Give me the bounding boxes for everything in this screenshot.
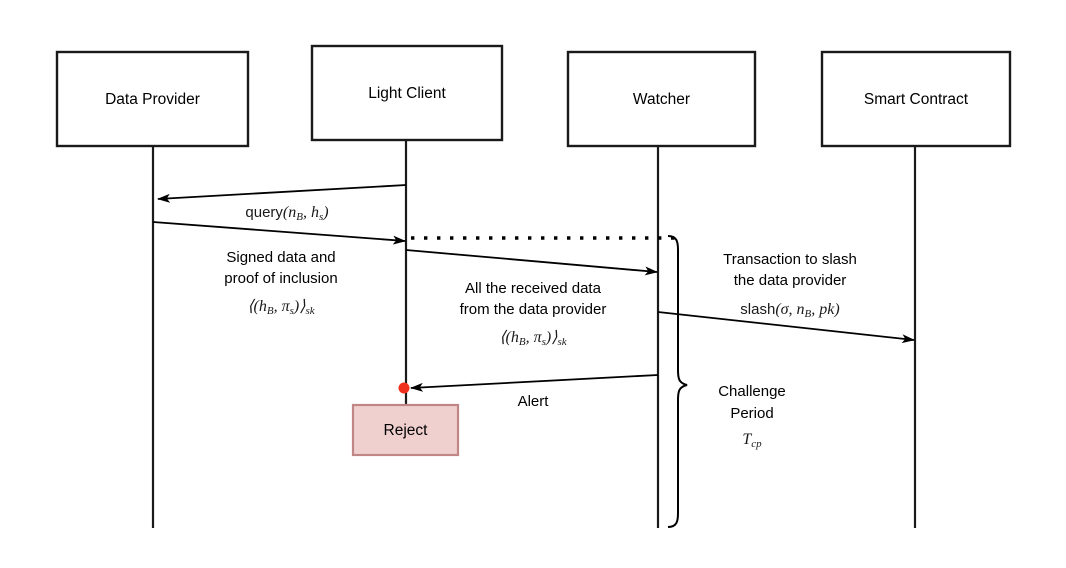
message-label-signed-data-math: ⟨(hB, πs)⟩sk xyxy=(247,298,315,317)
actor-label-watcher: Watcher xyxy=(633,91,690,108)
actor-light-client[interactable]: Light Client xyxy=(310,44,504,142)
message-signed-data[interactable]: Signed data and proof of inclusion ⟨(hB,… xyxy=(152,221,406,317)
actor-box-light-client[interactable] xyxy=(310,44,504,142)
actor-box-watcher[interactable] xyxy=(566,50,757,148)
brace-label-math: Tcp xyxy=(742,431,762,450)
challenge-period-brace: Challenge Period Tcp xyxy=(667,235,786,528)
message-label-allrecv-line1: All the received data xyxy=(465,280,602,297)
actor-label-light-client: Light Client xyxy=(368,85,446,102)
message-arrow-slash-transaction[interactable] xyxy=(657,311,915,344)
message-arrow-alert[interactable] xyxy=(410,374,659,392)
message-arrow-query[interactable] xyxy=(157,184,407,203)
message-alert[interactable]: Alert xyxy=(410,374,659,410)
actor-label-smart-contract: Smart Contract xyxy=(864,91,969,108)
message-label-query: query(nB, hs) xyxy=(245,204,328,223)
message-label-txslash-line1: Transaction to slash xyxy=(723,251,857,268)
actor-data-provider[interactable]: Data Provider xyxy=(55,50,250,148)
message-arrow-signed-data[interactable] xyxy=(152,221,406,245)
reject-box-label: Reject xyxy=(384,422,429,439)
brace-label-line2: Period xyxy=(730,405,773,422)
brace-label-line1: Challenge xyxy=(718,383,786,400)
reject-box-rect[interactable] xyxy=(351,403,460,457)
message-label-txslash-line2: the data provider xyxy=(734,272,847,289)
message-label-alert: Alert xyxy=(518,393,550,410)
actor-box-data-provider[interactable] xyxy=(55,50,250,148)
slash-fn-name: slash xyxy=(740,301,775,318)
message-forward-all-data[interactable]: All the received data from the data prov… xyxy=(405,249,658,348)
message-label-allrecv-line2: from the data provider xyxy=(460,301,607,318)
message-label-signed-data-line1: Signed data and xyxy=(226,249,335,266)
message-label-txslash-math: slash(σ, nB, pk) xyxy=(740,301,839,320)
message-label-allrecv-math: ⟨(hB, πs)⟩sk xyxy=(499,329,567,348)
reject-trigger-dot-icon xyxy=(398,382,410,394)
lifelines xyxy=(151,140,917,528)
brace-path xyxy=(667,235,688,528)
reject-box[interactable]: Reject xyxy=(351,403,460,457)
message-label-signed-data-line2: proof of inclusion xyxy=(224,270,337,287)
actor-label-data-provider: Data Provider xyxy=(105,91,200,108)
actor-box-smart-contract[interactable] xyxy=(820,50,1012,148)
message-arrow-forward-all-data[interactable] xyxy=(405,249,658,276)
query-fn-name: query xyxy=(245,204,283,221)
message-slash-transaction[interactable]: Transaction to slash the data provider s… xyxy=(657,251,915,344)
message-query[interactable]: query(nB, hs) xyxy=(157,184,407,223)
actor-watcher[interactable]: Watcher xyxy=(566,50,757,148)
actor-smart-contract[interactable]: Smart Contract xyxy=(820,50,1012,148)
